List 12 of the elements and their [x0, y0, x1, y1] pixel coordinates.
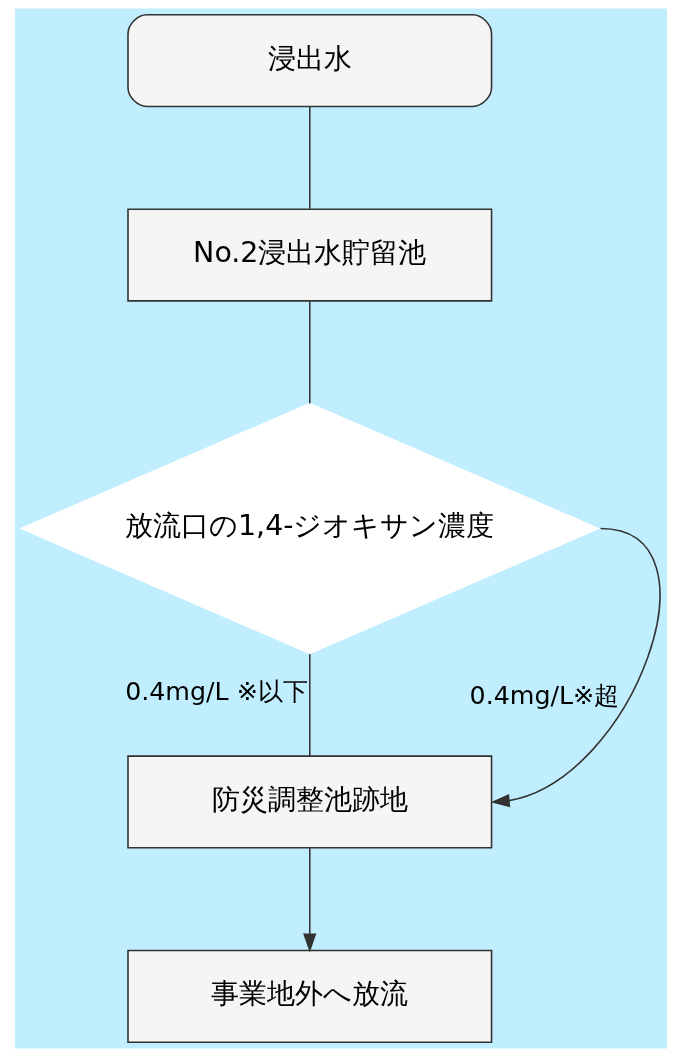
node-box: 防災調整池跡地 [127, 755, 493, 849]
edge-label: 0.4mg/L ※以下 [125, 676, 308, 706]
connector [308, 300, 311, 405]
connector [308, 105, 311, 210]
node-diamond: 放流口の1,4-ジオキサン濃度 [19, 402, 601, 655]
arrow [490, 527, 661, 808]
connector [308, 653, 311, 757]
node-box: 事業地外へ放流 [127, 949, 493, 1043]
arrow [303, 847, 317, 953]
node-box: 浸出水 [127, 14, 493, 108]
edge-label: 0.4mg/L※超 [469, 680, 620, 710]
node-box: No.2浸出水貯留池 [127, 208, 493, 302]
